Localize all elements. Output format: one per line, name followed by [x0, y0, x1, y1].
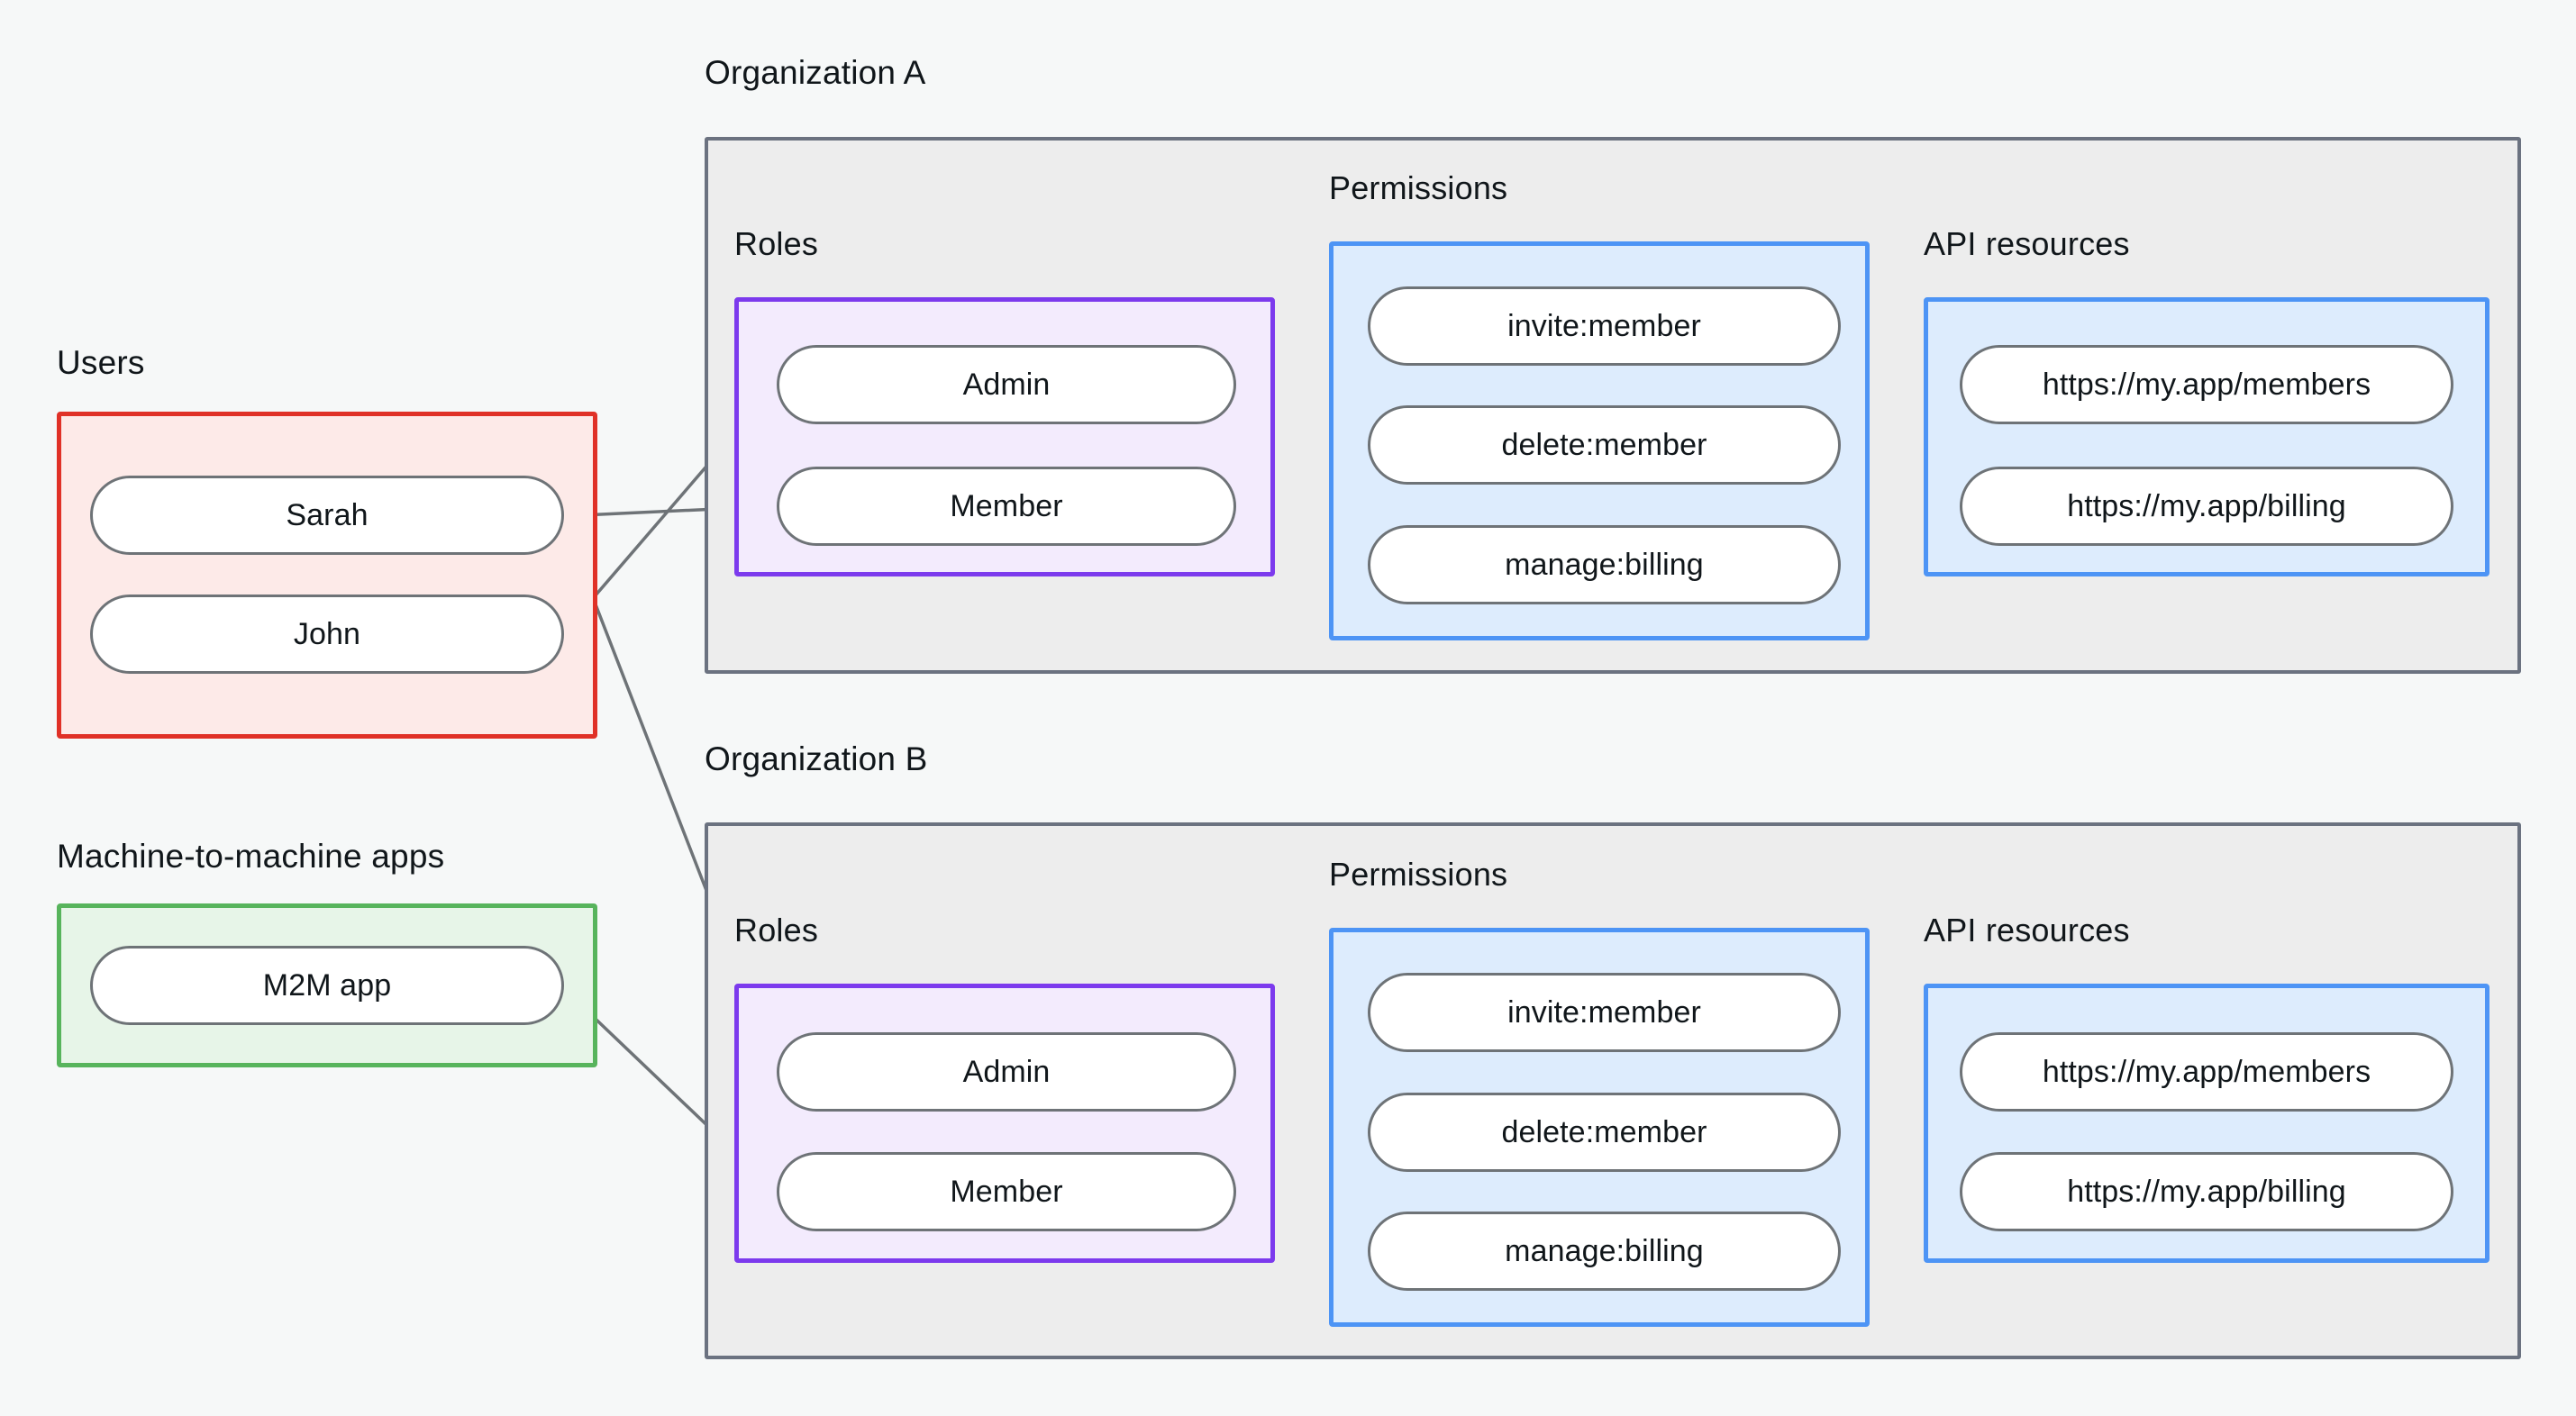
org-a-api-resource-billing[interactable]: https://my.app/billing	[1960, 467, 2453, 546]
m2m-app-node[interactable]: M2M app	[90, 946, 564, 1025]
org-a-permission-delete-member[interactable]: delete:member	[1368, 405, 1841, 485]
org-b-api-resource-billing[interactable]: https://my.app/billing	[1960, 1152, 2453, 1231]
organization-b-label: Organization B	[705, 740, 928, 777]
org-a-role-member[interactable]: Member	[777, 467, 1236, 546]
org-a-permission-invite-member[interactable]: invite:member	[1368, 286, 1841, 366]
org-b-api-resources-label: API resources	[1924, 912, 2130, 949]
user-sarah[interactable]: Sarah	[90, 476, 564, 555]
org-b-permission-delete-member[interactable]: delete:member	[1368, 1093, 1841, 1172]
m2m-apps-label: Machine-to-machine apps	[57, 838, 445, 875]
org-b-permission-invite-member[interactable]: invite:member	[1368, 973, 1841, 1052]
org-b-role-member[interactable]: Member	[777, 1152, 1236, 1231]
org-a-api-resources-label: API resources	[1924, 225, 2130, 262]
org-a-role-admin[interactable]: Admin	[777, 345, 1236, 424]
org-b-role-admin[interactable]: Admin	[777, 1032, 1236, 1112]
org-b-permissions-label: Permissions	[1329, 856, 1508, 893]
org-b-permission-manage-billing[interactable]: manage:billing	[1368, 1212, 1841, 1291]
org-a-roles-label: Roles	[734, 225, 819, 262]
users-container	[57, 412, 597, 739]
user-john[interactable]: John	[90, 595, 564, 674]
users-label: Users	[57, 344, 145, 381]
org-b-roles-label: Roles	[734, 912, 819, 949]
org-b-api-resource-members[interactable]: https://my.app/members	[1960, 1032, 2453, 1112]
organization-a-label: Organization A	[705, 54, 926, 91]
org-a-permission-manage-billing[interactable]: manage:billing	[1368, 525, 1841, 604]
org-a-permissions-label: Permissions	[1329, 169, 1508, 206]
org-a-api-resource-members[interactable]: https://my.app/members	[1960, 345, 2453, 424]
